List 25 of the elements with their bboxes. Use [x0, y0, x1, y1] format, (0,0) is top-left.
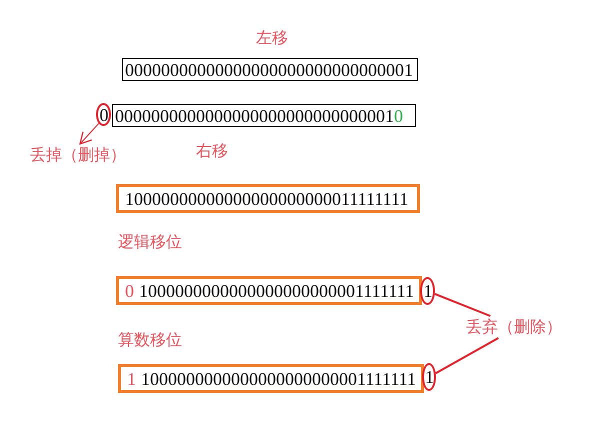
bit-box: [116, 276, 422, 305]
binary-digits: 0000000000000000000000000000001: [115, 106, 394, 124]
arrow: [79, 122, 100, 145]
circled-digit: 1: [420, 277, 435, 305]
bit-box: [112, 104, 416, 127]
binary-digits: 00000000000000000000000000000001: [125, 60, 413, 78]
binary-digits: 0: [394, 106, 403, 124]
binary-digits: 1000000000000000000000001111111: [139, 282, 414, 300]
binary-digits: 1000000000000000000000001111111: [141, 370, 416, 388]
bit-box: [118, 364, 424, 393]
binary-digits: 10000000000000000000000011111111: [125, 190, 408, 208]
circled-digit: 0: [96, 103, 111, 126]
connector-line: [435, 337, 499, 374]
section-title: 右移: [196, 141, 228, 162]
bit-box: [116, 184, 420, 213]
note-text: 丢掉（删掉）: [30, 147, 126, 163]
binary-digits: 0: [125, 282, 134, 300]
section-title: 逻辑移位: [118, 232, 182, 253]
section-title: 算数移位: [118, 330, 182, 351]
connector-line: [434, 293, 491, 317]
circled-digit: 1: [422, 363, 436, 391]
bit-box: [122, 58, 418, 81]
binary-digits: 1: [127, 370, 136, 388]
note-text: 丢弃（删除）: [466, 319, 562, 335]
section-title: 左移: [256, 28, 288, 49]
